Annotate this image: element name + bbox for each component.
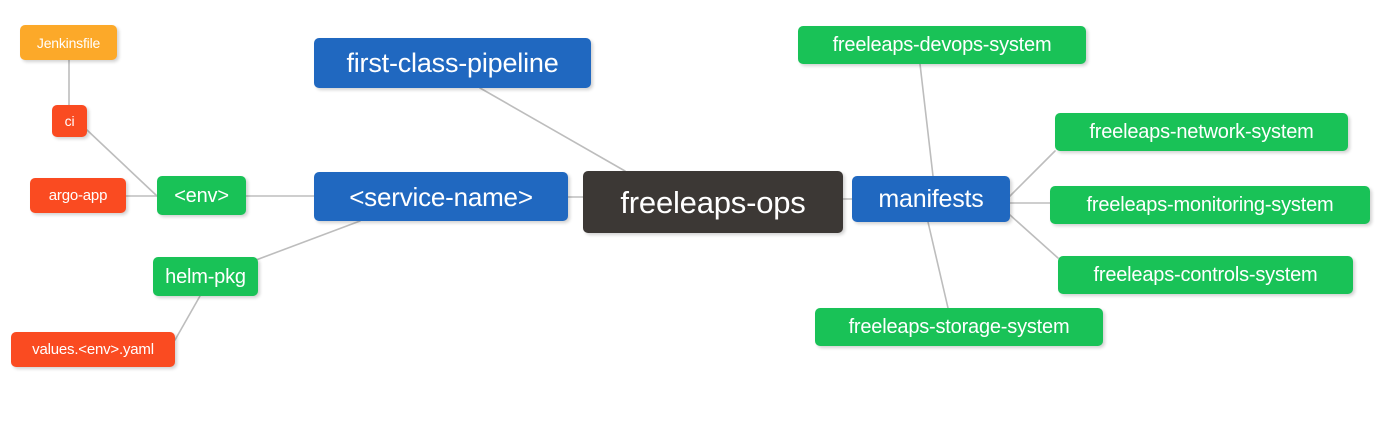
mindmap-node-env[interactable]: <env> <box>157 176 246 215</box>
edge-manifests-to-devops-sys <box>919 63 934 177</box>
mindmap-node-ci[interactable]: ci <box>52 105 87 137</box>
mindmap-node-service-name[interactable]: <service-name> <box>314 172 568 221</box>
edge-manifests-to-storage-sys <box>927 221 949 309</box>
mindmap-node-helm-pkg[interactable]: helm-pkg <box>153 257 258 296</box>
mindmap-node-controls-sys[interactable]: freeleaps-controls-system <box>1058 256 1353 294</box>
mindmap-node-storage-sys[interactable]: freeleaps-storage-system <box>815 308 1103 346</box>
mindmap-node-values-yaml[interactable]: values.<env>.yaml <box>11 332 175 367</box>
mindmap-node-argo-app[interactable]: argo-app <box>30 178 126 213</box>
edge-values-yaml-to-helm-pkg <box>174 295 201 341</box>
mindmap-node-network-sys[interactable]: freeleaps-network-system <box>1055 113 1348 151</box>
edge-helm-pkg-to-service-name <box>239 220 361 267</box>
mindmap-node-jenkinsfile[interactable]: Jenkinsfile <box>20 25 117 60</box>
edge-pipeline-to-freeleaps-ops <box>479 87 626 172</box>
mindmap-node-manifests[interactable]: manifests <box>852 176 1010 222</box>
mindmap-node-pipeline[interactable]: first-class-pipeline <box>314 38 591 88</box>
mindmap-node-freeleaps-ops[interactable]: freeleaps-ops <box>583 171 843 233</box>
mindmap-node-devops-sys[interactable]: freeleaps-devops-system <box>798 26 1086 64</box>
mindmap-node-monitoring-sys[interactable]: freeleaps-monitoring-system <box>1050 186 1370 224</box>
edge-manifests-to-network-sys <box>1009 150 1056 197</box>
